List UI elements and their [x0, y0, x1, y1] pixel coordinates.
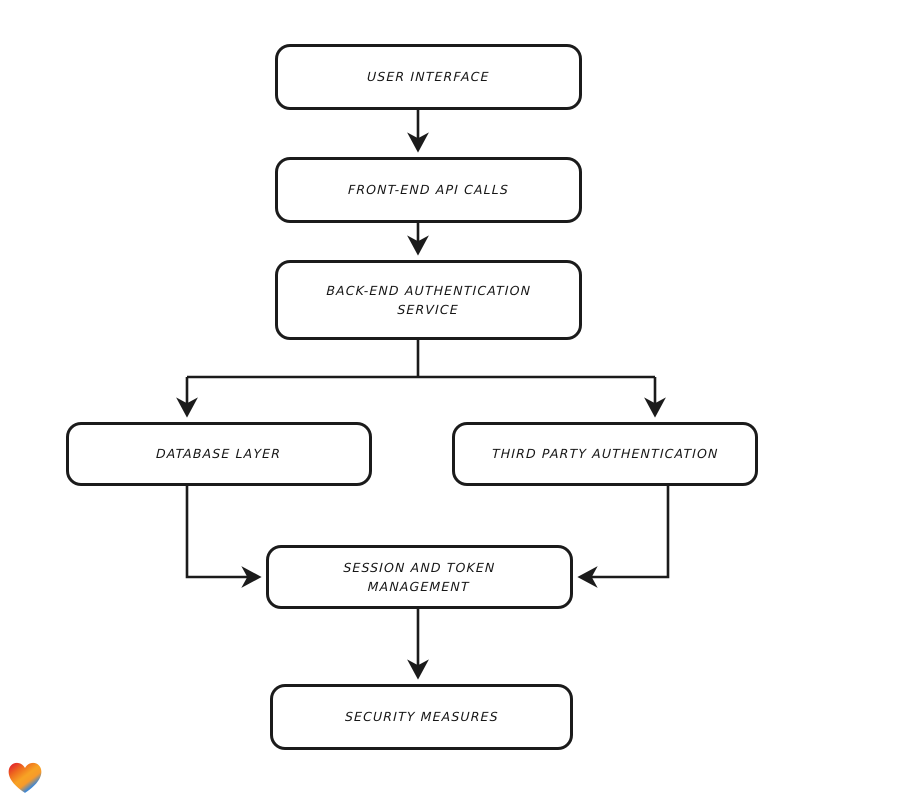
- node-security-measures[interactable]: Security Measures: [270, 684, 573, 750]
- node-session-and-token-management-label: Session and Token Management: [343, 559, 497, 594]
- node-database-layer[interactable]: Database Layer: [66, 422, 372, 486]
- node-backend-authentication-service-label: Back-End Authentication Service: [326, 282, 532, 317]
- node-security-measures-label: Security Measures: [344, 709, 499, 725]
- node-backend-authentication-service[interactable]: Back-End Authentication Service: [275, 260, 582, 340]
- heart-icon: [8, 762, 42, 793]
- node-third-party-authentication[interactable]: Third Party Authentication: [452, 422, 758, 486]
- node-third-party-authentication-label: Third Party Authentication: [491, 446, 719, 462]
- node-user-interface[interactable]: User Interface: [275, 44, 582, 110]
- node-database-layer-label: Database Layer: [156, 446, 282, 462]
- node-frontend-api-calls-label: Front-End API Calls: [347, 182, 510, 198]
- edge-thirdparty-to-session: [577, 486, 670, 588]
- edge-database-to-session: [185, 486, 262, 588]
- node-session-and-token-management[interactable]: Session and Token Management: [266, 545, 573, 609]
- node-frontend-api-calls[interactable]: Front-End API Calls: [275, 157, 582, 223]
- node-user-interface-label: User Interface: [366, 69, 491, 85]
